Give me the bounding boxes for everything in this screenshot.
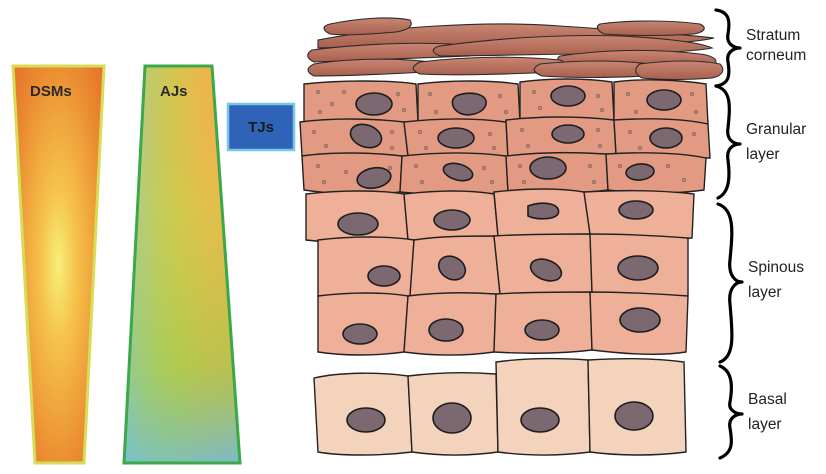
aj-gradient-bar: AJs — [124, 66, 240, 463]
aj-label: AJs — [160, 83, 188, 100]
dsm-gradient-bar: DSMs — [13, 66, 104, 463]
tj-label: TJs — [248, 119, 274, 136]
corneum-label: Stratum corneum — [746, 27, 806, 64]
dsm-label: DSMs — [30, 83, 72, 100]
spinous-label-line2: layer — [748, 284, 782, 301]
basal-label-line2: layer — [748, 416, 782, 433]
corneum-label-line2: corneum — [746, 47, 806, 64]
granular-brace — [716, 86, 740, 198]
spinous-label-line1: Spinous — [748, 259, 804, 276]
basal-label-line1: Basal — [748, 391, 787, 408]
spinous-layer — [306, 189, 694, 355]
tj-box: TJs — [228, 104, 294, 150]
granular-label-line2: layer — [746, 146, 780, 163]
granular-layer — [300, 79, 710, 195]
basal-label: Basal layer — [748, 391, 791, 433]
granular-label: Granular layer — [746, 121, 811, 163]
basal-brace — [720, 366, 742, 458]
granular-label-line1: Granular — [746, 121, 806, 138]
stratum-corneum — [308, 18, 723, 80]
corneum-label-line1: Stratum — [746, 27, 800, 44]
spinous-label: Spinous layer — [748, 259, 808, 301]
basal-layer — [314, 359, 686, 455]
spinous-brace — [718, 204, 742, 362]
